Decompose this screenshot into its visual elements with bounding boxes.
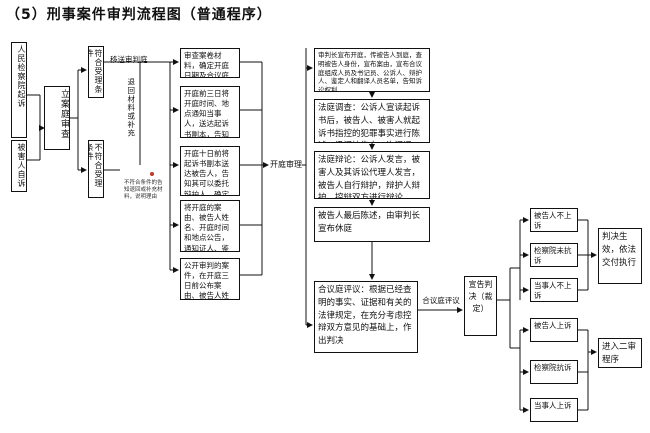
- procuratorate-protest-box: 检察院抗诉: [530, 360, 578, 384]
- pre-trial-box-3: 开庭十日前将起诉书副本送达被告人，告知其可以委托辩护人，确定合议庭成员: [180, 146, 240, 196]
- defendant-no-appeal-box: 被告人不上诉: [530, 208, 578, 232]
- judgment-effective-box: 判决生效，依法交付执行: [598, 228, 642, 284]
- deliberation-box: 合议庭评议：根据已经查明的事实、证据和有关的法律规定，在充分考虑控辩双方意见的基…: [314, 281, 418, 353]
- accept-condition-box: 符合受理条件: [88, 46, 104, 98]
- case-filing-review-box: 立案庭审查: [44, 86, 70, 150]
- verdict-box: 宣告判决（裁定）: [464, 276, 497, 336]
- pre-trial-box-4: 将开庭的案由、被告人姓名、开庭时间和地点公告，通知证人、鉴定人出庭: [180, 200, 240, 252]
- party-appeal-box: 当事人上诉: [530, 398, 578, 422]
- court-hearing-label: 开庭审理: [270, 160, 302, 169]
- court-debate-box: 法庭辩论：公诉人发言，被害人及其诉讼代理人发言，被告人自行辩护，辩护人辩护，控辩…: [314, 151, 430, 199]
- pre-trial-box-2: 开庭前三日将开庭时间、地点通知当事人，送达起诉书副本，告知辩护权利: [180, 86, 240, 138]
- reject-condition-box: 不符合受理条件: [88, 140, 104, 198]
- private-prosecution-box: 被害人自诉: [11, 140, 27, 192]
- second-instance-box: 进入二审程序: [598, 338, 642, 368]
- defendant-appeal-box: 被告人上诉: [530, 318, 578, 342]
- red-marker-dot: [150, 172, 154, 176]
- reject-note: 退回材料或补充: [126, 78, 136, 138]
- pre-trial-box-1: 审查案卷材料，确定开庭日期及合议庭组成人员: [180, 48, 240, 78]
- court-opening-box: 审判长宣布开庭，传被告人到庭，查明被告人身份，宣布案由，宣布合议庭组成人员及书记…: [314, 48, 430, 92]
- diagram-title: （5）刑事案件审判流程图（普通程序）: [6, 7, 272, 23]
- party-no-appeal-box: 当事人不上诉: [530, 278, 578, 302]
- procuratorate-no-protest-box: 检察院未抗诉: [530, 243, 578, 267]
- pre-trial-box-5: 公开审判的案件，在开庭三日前公布案由、被告人姓名、开庭时间和地点: [180, 258, 240, 300]
- reject-small-note: 不符合条件的告知退回或补充材料，说明理由: [124, 180, 163, 200]
- accept-note: 移送审判庭: [110, 55, 148, 64]
- court-investigation-box: 法庭调查：公诉人宣读起诉书后，被告人、被害人就起诉书指控的犯罪事实进行陈述，讯问…: [314, 99, 430, 143]
- final-statement-box: 被告人最后陈述，由审判长宣布休庭: [314, 207, 430, 242]
- procuratorate-prosecution-box: 人民检察院起诉: [11, 42, 27, 138]
- collegial-label: 合议庭评议: [422, 296, 460, 305]
